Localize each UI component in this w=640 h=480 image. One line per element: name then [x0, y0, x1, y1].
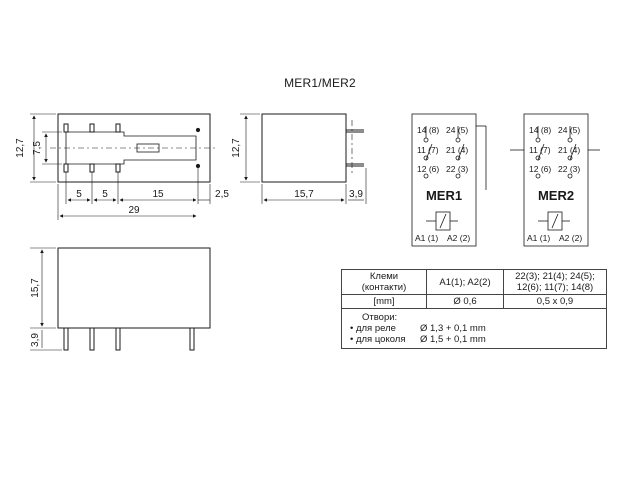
holes-socket-label: • для цоколя — [350, 334, 406, 345]
mer2-pin-21: 21 (4) — [558, 145, 580, 155]
dim-offset: 2,5 — [215, 189, 229, 200]
top-view-dimensions: 12,7 7,5 5 5 15 2,5 29 — [15, 138, 229, 216]
front-view-body — [57, 247, 211, 329]
table-holes-cell: Отвори: • для реле Ø 1,3 + 0,1 mm • для … — [341, 308, 607, 349]
schematic-mer2: 14 (8) 24 (5) 11 (7) 21 (4) 12 (6) 22 (3… — [510, 113, 600, 247]
mer1-label: MER1 — [426, 188, 462, 203]
dim-width-side: 15,7 — [294, 189, 314, 200]
front-view — [30, 247, 211, 351]
dim-height-side: 12,7 — [231, 138, 242, 158]
table-row: Клеми (контакти) A1(1); A2(2) 22(3); 21(… — [341, 269, 607, 295]
mer1-coil-a2: A2 (2) — [447, 233, 470, 243]
dim-pitch-c: 15 — [152, 189, 164, 200]
table-header-terminals: Клеми (контакти) — [341, 269, 427, 295]
table-cell-mm: [mm] — [341, 294, 427, 309]
side-view — [240, 113, 367, 204]
dim-pin-length-side: 3,9 — [349, 189, 363, 200]
front-view-dimensions: 15,7 3,9 — [30, 278, 41, 347]
dim-height-top: 12,7 — [15, 138, 26, 158]
holes-relay-label: • для реле — [350, 323, 396, 334]
mer2-pin-24: 24 (5) — [558, 125, 580, 135]
table-header-coil: A1(1); A2(2) — [426, 269, 504, 295]
top-view — [30, 113, 218, 220]
table-row: Отвори: • для реле Ø 1,3 + 0,1 mm • для … — [341, 308, 607, 349]
mer1-pin-22: 22 (3) — [446, 164, 468, 174]
mer1-pin-24: 24 (5) — [446, 125, 468, 135]
mer2-coil-a2: A2 (2) — [559, 233, 582, 243]
mer2-coil-a1: A1 (1) — [527, 233, 550, 243]
table-cell-contact-size: 0,5 x 0,9 — [503, 294, 607, 309]
dim-height-front: 15,7 — [30, 278, 41, 298]
holes-socket-value: Ø 1,5 + 0,1 mm — [420, 334, 486, 345]
terminal-spec-table: Клеми (контакти) A1(1); A2(2) 22(3); 21(… — [341, 269, 607, 349]
table-header-contacts: 22(3); 21(4); 24(5); 12(6); 11(7); 14(8) — [503, 269, 607, 295]
side-view-dimensions: 12,7 15,7 3,9 — [231, 138, 363, 200]
holes-label: Отвори: — [362, 312, 398, 323]
holes-relay-value: Ø 1,3 + 0,1 mm — [420, 323, 486, 334]
page-title: MER1/MER2 — [284, 76, 356, 90]
mer1-pin-12: 12 (6) — [417, 164, 439, 174]
mer2-pin-14: 14 (8) — [529, 125, 551, 135]
dim-pin-length-front: 3,9 — [30, 333, 41, 347]
mer1-pin-21: 21 (4) — [446, 145, 468, 155]
schematic-mer1: 14 (8) 24 (5) 11 (7) 21 (4) 12 (6) 22 (3… — [411, 113, 487, 247]
mer1-pin-11: 11 (7) — [417, 145, 439, 155]
table-row: [mm] Ø 0,6 0,5 x 0,9 — [341, 294, 607, 309]
dim-length: 29 — [128, 205, 140, 216]
side-view-body — [261, 113, 347, 183]
mer2-pin-11: 11 (7) — [529, 145, 551, 155]
table-cell-coil-diameter: Ø 0,6 — [426, 294, 504, 309]
dim-pin-vertical: 7,5 — [32, 141, 43, 155]
mer1-coil-a1: A1 (1) — [415, 233, 438, 243]
mer2-pin-22: 22 (3) — [558, 164, 580, 174]
dim-pitch-b: 5 — [102, 189, 108, 200]
dim-pitch-a: 5 — [76, 189, 82, 200]
mer2-pin-12: 12 (6) — [529, 164, 551, 174]
mer2-label: MER2 — [538, 188, 574, 203]
mer1-pin-14: 14 (8) — [417, 125, 439, 135]
